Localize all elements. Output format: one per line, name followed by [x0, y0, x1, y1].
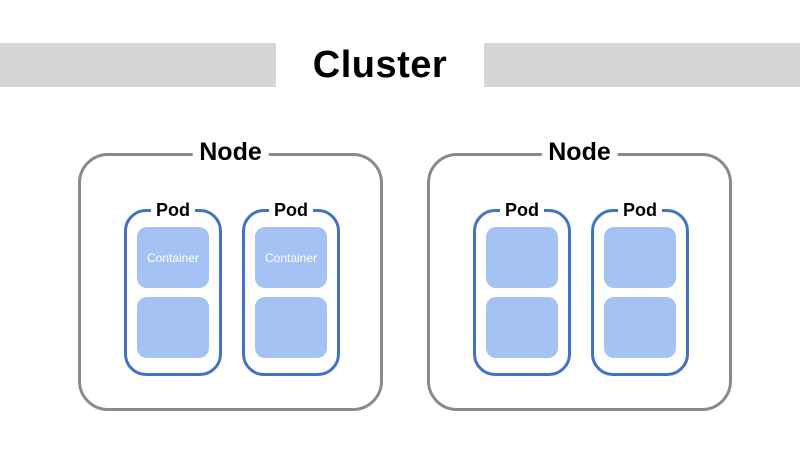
- pod-box-0-1: Pod Container: [242, 199, 340, 376]
- cluster-band-right-segment: [484, 43, 800, 87]
- pod-box-1-1: Pod: [591, 199, 689, 376]
- node-box-0: Node Pod Container Pod Container: [78, 137, 383, 411]
- container-box-0-1-1: [255, 297, 327, 358]
- container-box-0-0-1: [137, 297, 209, 358]
- pod-label-0-1: Pod: [269, 199, 313, 221]
- pod-box-1-0: Pod: [473, 199, 571, 376]
- cluster-title-band: Cluster: [0, 43, 800, 87]
- cluster-band-left-segment: [0, 43, 276, 87]
- pod-label-1-0: Pod: [500, 199, 544, 221]
- pod-label-0-0: Pod: [151, 199, 195, 221]
- node-0-pods: Pod Container Pod Container: [81, 156, 380, 408]
- container-box-0-0-0: Container: [137, 227, 209, 288]
- pod-box-0-0: Pod Container: [124, 199, 222, 376]
- container-label-0-0-0: Container: [146, 250, 200, 265]
- container-box-1-0-1: [486, 297, 558, 358]
- pod-label-1-1: Pod: [618, 199, 662, 221]
- cluster-title: Cluster: [312, 43, 448, 86]
- node-1-pods: Pod Pod: [430, 156, 729, 408]
- container-box-0-1-0: Container: [255, 227, 327, 288]
- container-box-1-0-0: [486, 227, 558, 288]
- node-label-1: Node: [541, 137, 618, 167]
- node-box-1: Node Pod Pod: [427, 137, 732, 411]
- container-box-1-1-0: [604, 227, 676, 288]
- node-label-0: Node: [192, 137, 269, 167]
- container-box-1-1-1: [604, 297, 676, 358]
- container-label-0-1-0: Container: [264, 250, 318, 265]
